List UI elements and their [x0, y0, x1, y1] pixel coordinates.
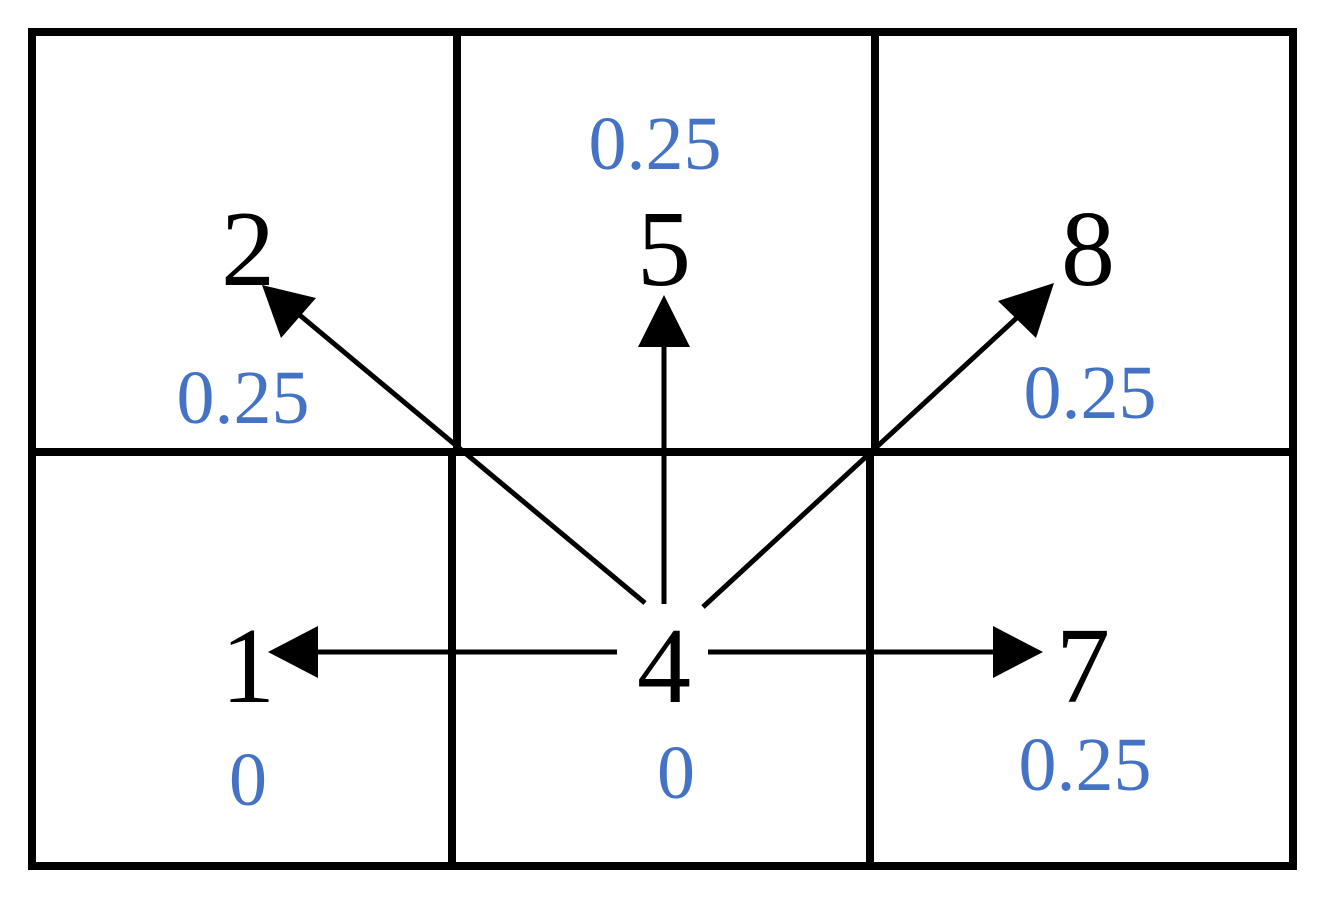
cell-2-number: 2	[221, 190, 275, 309]
cell-numbers: 1 2 4 5 7 8	[221, 190, 1115, 726]
cell-7-number: 7	[1056, 607, 1110, 726]
cell-8-value: 0.25	[1024, 351, 1157, 435]
cell-1-number: 1	[221, 607, 275, 726]
cell-7-value: 0.25	[1019, 723, 1152, 807]
arrow-4-to-7	[708, 626, 1043, 678]
arrows	[262, 283, 1054, 678]
cell-2-value: 0.25	[177, 356, 310, 440]
cell-4-value: 0	[657, 731, 695, 815]
cell-8-number: 8	[1061, 190, 1115, 309]
arrow-4-to-8	[701, 283, 1054, 609]
arrow-4-to-2	[262, 285, 647, 605]
cell-5-value: 0.25	[589, 102, 722, 186]
cell-values: 0 0.25 0 0.25 0.25 0.25	[177, 102, 1157, 822]
cell-1-value: 0	[229, 738, 267, 822]
cell-4-number: 4	[637, 607, 691, 726]
arrow-4-to-5	[638, 295, 690, 604]
cell-5-number: 5	[637, 190, 691, 309]
arrow-4-to-1	[268, 626, 617, 678]
